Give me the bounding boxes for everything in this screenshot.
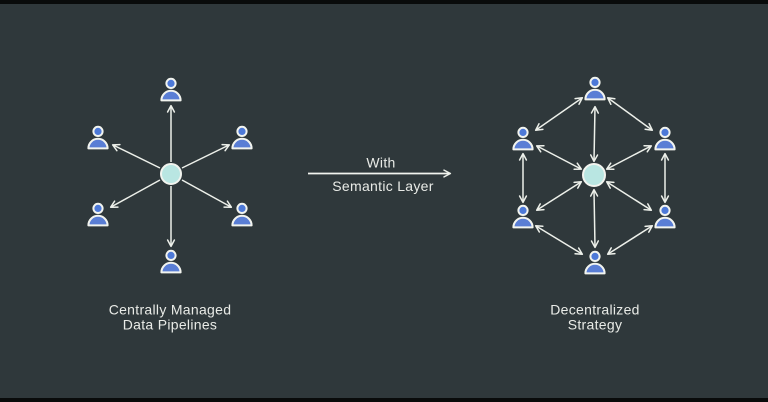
- left-diagram-label-line1: Centrally Managed: [109, 302, 232, 318]
- mesh-diagram: Decentralized Strategy: [512, 76, 676, 333]
- person-icon: [512, 204, 534, 229]
- person-icon: [584, 250, 606, 275]
- hub-circle-icon: [160, 163, 182, 185]
- right-diagram-label-line2: Strategy: [568, 317, 623, 333]
- transition-label-line2: Semantic Layer: [332, 178, 434, 194]
- double-arrow-connector: [535, 145, 583, 170]
- person-icon: [160, 77, 182, 102]
- arrow-connector: [109, 179, 161, 208]
- hub-and-spoke-diagram: Centrally Managed Data Pipelines: [87, 77, 253, 333]
- person-icon: [654, 204, 676, 229]
- person-icon: [654, 126, 676, 151]
- double-arrow-connector: [534, 225, 584, 255]
- person-icon: [584, 76, 606, 101]
- double-arrow-connector: [589, 105, 600, 163]
- transition-arrow-group: With Semantic Layer: [308, 155, 452, 194]
- double-arrow-connector: [589, 188, 600, 249]
- person-icon: [231, 202, 253, 227]
- person-icon: [87, 125, 109, 150]
- right-diagram-label-line1: Decentralized: [550, 302, 640, 318]
- double-arrow-connector: [606, 97, 654, 131]
- hub-circle-icon: [582, 163, 606, 187]
- left-diagram-label-line2: Data Pipelines: [123, 317, 217, 333]
- double-arrow-connector: [606, 225, 654, 255]
- double-arrow-connector: [534, 97, 584, 131]
- person-icon: [231, 125, 253, 150]
- arrow-connector: [111, 143, 161, 169]
- double-arrow-connector: [605, 145, 653, 170]
- double-arrow-connector: [605, 181, 653, 211]
- person-icon: [512, 126, 534, 151]
- arrow-connector: [181, 179, 233, 208]
- transition-label-line1: With: [366, 155, 395, 171]
- double-arrow-connector: [535, 181, 583, 211]
- person-icon: [160, 249, 182, 274]
- arrow-connector: [181, 143, 231, 169]
- person-icon: [87, 202, 109, 227]
